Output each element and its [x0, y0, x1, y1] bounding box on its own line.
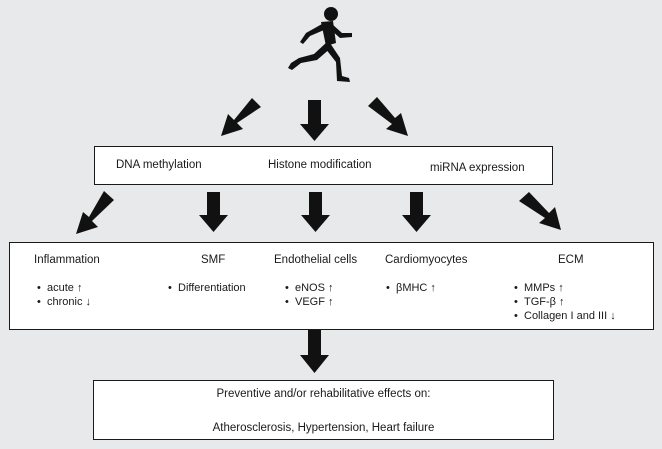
list-item: •chronic ↓: [37, 296, 92, 308]
arrow-to-cardiomyocytes: [402, 192, 431, 232]
arrow-to-smf: [199, 192, 228, 232]
list-item: •Differentiation: [168, 282, 246, 294]
list-item: •TGF-β ↑: [514, 296, 565, 308]
outcome-heading: Preventive and/or rehabilitative effects…: [216, 388, 431, 400]
list-item: •VEGF ↑: [285, 296, 334, 308]
column-list-endothelial-cells: •eNOS ↑ •VEGF ↑: [285, 281, 334, 309]
column-title-ecm: ECM: [558, 254, 584, 266]
epigenetic-item-histone-modification: Histone modification: [268, 159, 372, 171]
column-list-cardiomyocytes: •βMHC ↑: [386, 281, 436, 295]
outcome-diseases: Atherosclerosis, Hypertension, Heart fai…: [212, 422, 435, 434]
targets-box: [9, 242, 654, 330]
list-item: •MMPs ↑: [514, 282, 564, 294]
column-list-ecm: •MMPs ↑ •TGF-β ↑ •Collagen I and III ↓: [514, 281, 616, 323]
column-title-cardiomyocytes: Cardiomyocytes: [385, 254, 468, 266]
list-item: •Collagen I and III ↓: [514, 310, 616, 322]
column-title-smf: SMF: [201, 254, 226, 266]
arrow-right-diagonal: [368, 97, 408, 136]
arrow-center-down: [300, 100, 329, 141]
arrow-left-diagonal: [221, 98, 261, 136]
list-item: •βMHC ↑: [386, 282, 436, 294]
arrow-to-endothelial: [301, 192, 330, 232]
arrow-to-ecm: [519, 192, 561, 230]
epigenetic-item-dna-methylation: DNA methylation: [116, 159, 202, 171]
epigenetic-box: [94, 146, 553, 185]
column-list-smf: •Differentiation: [168, 281, 246, 295]
column-title-inflammation: Inflammation: [34, 254, 100, 266]
arrow-to-inflammation: [76, 191, 114, 234]
column-title-endothelial-cells: Endothelial cells: [274, 254, 358, 266]
outcome-box: [93, 380, 554, 440]
column-list-inflammation: •acute ↑ •chronic ↓: [37, 281, 91, 309]
list-item: •acute ↑: [37, 282, 83, 294]
epigenetic-item-mirna-expression: miRNA expression: [430, 162, 525, 174]
list-item: •eNOS ↑: [285, 282, 334, 294]
arrow-to-outcome: [300, 330, 329, 373]
running-person-icon: [288, 7, 352, 82]
